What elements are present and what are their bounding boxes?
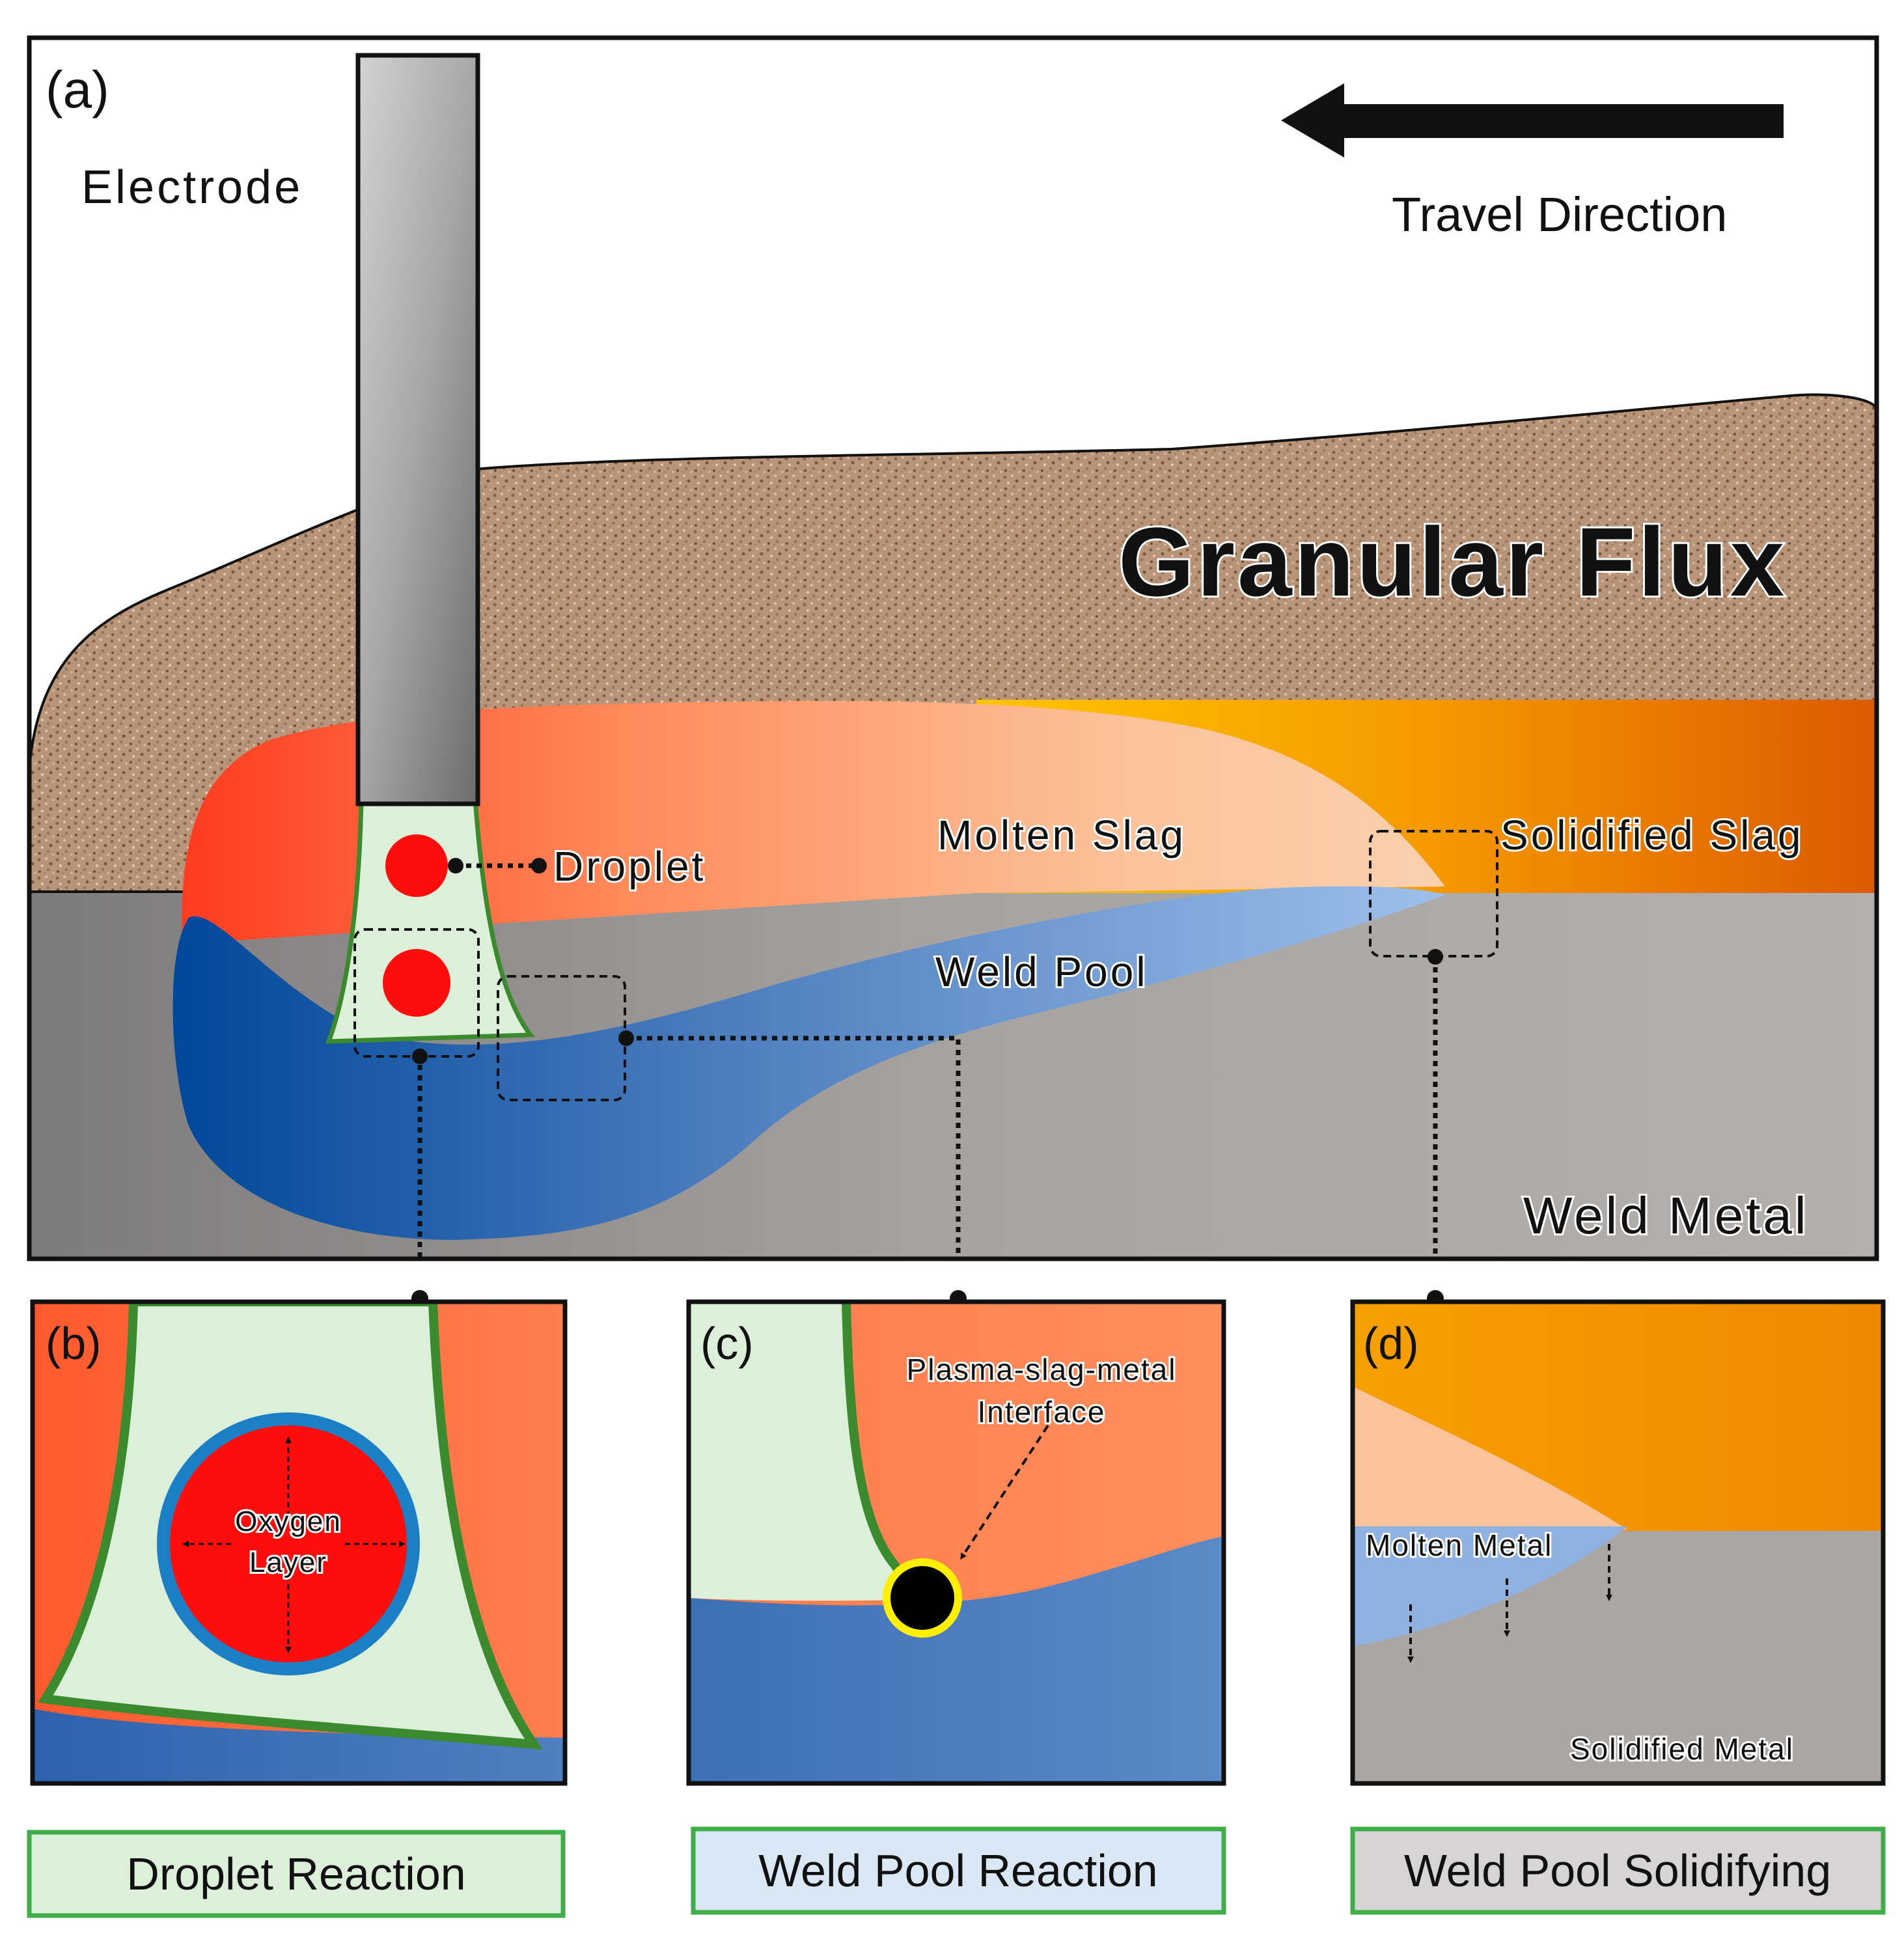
panel-c: Plasma-slag-metal Interface (c) [689, 1302, 1224, 1783]
panel-a: (a) Electrode Travel Direction Granular … [29, 38, 1877, 1259]
arc-plasma-region [325, 797, 536, 1044]
panel-b: Oxygen Layer (b) [33, 1302, 565, 1783]
leader-line-b [412, 1049, 428, 1259]
panel-c-interface-point [883, 1558, 962, 1638]
molten-metal-label: Molten Metal [1366, 1528, 1552, 1562]
oxygen-layer-line2: Layer [249, 1547, 327, 1578]
interface-line2: Interface [978, 1395, 1106, 1429]
panel-b-droplet [170, 1425, 407, 1662]
caption-weld-pool-reaction: Weld Pool Reaction [691, 1826, 1226, 1915]
panel-b-weld-pool [33, 1709, 565, 1783]
panel-d-border [1350, 1299, 1886, 1786]
leader-line-c [618, 1030, 961, 1259]
panel-b-oxygen-arrows [182, 1437, 406, 1653]
solidified-slag-label: Solidified Slag [1500, 812, 1804, 859]
panel-c-tag: (c) [700, 1318, 754, 1369]
oxygen-layer-line1: Oxygen [235, 1506, 342, 1537]
leader-line-d [1428, 949, 1443, 1259]
panel-c-weld-pool [689, 1536, 1224, 1783]
electrode [355, 53, 480, 806]
panel-b-border [30, 1299, 568, 1786]
panel-d: Molten Metal Solidified Metal (d) [1353, 1302, 1883, 1783]
svg-text:Weld Pool Reaction: Weld Pool Reaction [758, 1845, 1158, 1896]
electrode-label: Electrode [81, 161, 303, 213]
caption-weld-pool-solidifying: Weld Pool Solidifying [1350, 1826, 1886, 1915]
panel-d-molten-metal [1353, 1526, 1627, 1647]
panel-d-tag: (d) [1363, 1318, 1419, 1369]
zoom-box-d [1369, 830, 1498, 957]
panel-c-interface-arrow [960, 1424, 1049, 1560]
molten-slag-label: Molten Slag [937, 812, 1186, 859]
molten-slag-region [182, 700, 1445, 944]
panel-a-border [27, 35, 1879, 1261]
droplet-callout-dot-end [531, 858, 547, 873]
svg-text:Droplet Reaction: Droplet Reaction [126, 1849, 465, 1899]
droplet-label: Droplet [553, 843, 706, 890]
weld-metal-label: Weld Metal [1523, 1187, 1809, 1245]
travel-direction-label: Travel Direction [1392, 187, 1727, 241]
solidified-metal-label: Solidified Metal [1570, 1732, 1794, 1766]
panel-b-tag: (b) [46, 1318, 102, 1369]
droplet-lower [383, 949, 450, 1017]
droplet-upper [385, 834, 448, 897]
interface-line1: Plasma-slag-metal [907, 1353, 1177, 1386]
droplet-callout-dot-start [448, 858, 463, 873]
weld-pool-region [172, 886, 1445, 1240]
panel-d-molten-slag [1353, 1386, 1627, 1531]
granular-flux-label: Granular Flux [1118, 507, 1787, 616]
caption-droplet-reaction: Droplet Reaction [27, 1830, 566, 1918]
panel-d-solidification-arrows [1407, 1544, 1612, 1663]
panel-c-plasma-region [689, 1302, 908, 1601]
weld-pool-label: Weld Pool [935, 948, 1148, 995]
panel-c-border [686, 1299, 1226, 1786]
svg-text:Weld Pool Solidifying: Weld Pool Solidifying [1404, 1845, 1831, 1896]
travel-direction-arrow [1281, 83, 1784, 158]
panel-a-tag: (a) [46, 61, 109, 118]
